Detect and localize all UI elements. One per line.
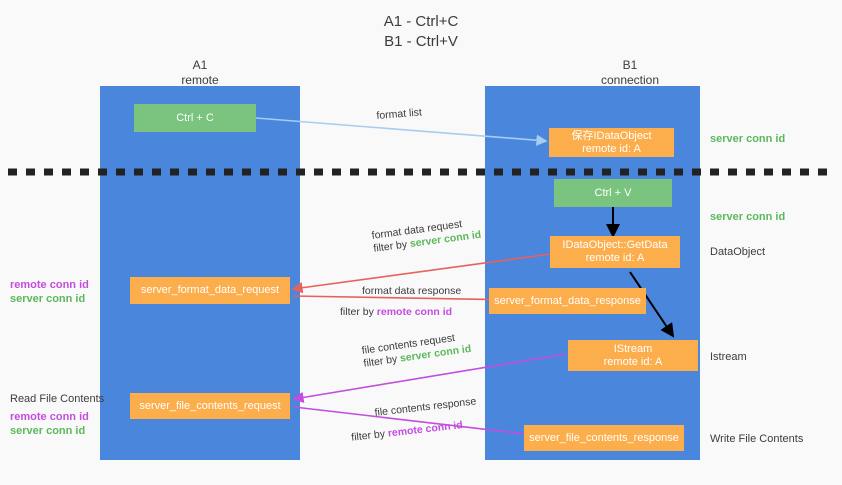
title-line-1: A1 - Ctrl+C [383,13,459,30]
left-label-group-file: remote conn id server conn id [10,410,89,438]
right-label-istream: Istream [710,351,747,363]
left-label-remote-conn-id-2: remote conn id [10,411,89,423]
column-b1-role: connection [600,73,660,87]
column-a1-name: A1 [192,58,208,72]
arrow-file-contents-request [292,353,567,403]
right-label-write-file-contents: Write File Contents [710,433,804,445]
edge-label-format-data-response: format data response filter by remote co… [340,285,462,318]
arrow-format-list [255,117,548,146]
node-fmt-resp-label: server_format_data_response [494,294,641,307]
node-istream[interactable]: IStream remote id: A [568,340,698,371]
node-fmt-req-label: server_format_data_request [140,284,280,296]
title-line-2: B1 - Ctrl+V [384,33,458,50]
node-istream-line1: IStream [613,342,653,355]
page-title: A1 - Ctrl+C B1 - Ctrl+V [0,12,842,52]
column-header-a1: A1 remote [100,58,300,88]
node-server-file-contents-request[interactable]: server_file_contents_request [130,393,290,419]
node-getdata-line2: remote id: A [585,252,645,264]
left-label-read-file-contents: Read File Contents [10,393,105,405]
node-save-dataobject-line2: remote id: A [582,142,641,155]
left-label-server-conn-id-2: server conn id [10,425,86,437]
node-istream-line2: remote id: A [603,355,663,368]
arrow-file-contents-response [293,406,562,443]
node-getdata-line1: IDataObject::GetData [562,239,668,251]
filter-key-remote-conn-id-1: remote conn id [376,306,453,318]
column-header-b1: B1 connection [530,58,730,88]
node-file-req-label: server_file_contents_request [139,399,281,412]
column-a1-role: remote [181,73,219,87]
node-ctrl-c-label: Ctrl + C [176,111,214,124]
column-b1-name: B1 [622,58,638,72]
node-server-format-data-request[interactable]: server_format_data_request [130,277,290,304]
left-label-remote-conn-id-1: remote conn id [10,279,89,291]
arrow-format-data-request [291,253,552,294]
node-save-dataobject-line1: 保存IDataObject [571,129,652,142]
node-ctrl-v-label: Ctrl + V [594,186,632,199]
node-server-format-data-response[interactable]: server_format_data_response [489,288,646,314]
right-label-server-conn-id-2: server conn id [710,211,786,223]
right-label-server-conn-id-1: server conn id [710,133,786,145]
node-server-file-contents-response[interactable]: server_file_contents_response [524,425,684,451]
left-label-server-conn-id-1: server conn id [10,293,86,305]
node-ctrl-c[interactable]: Ctrl + C [134,104,256,132]
node-ctrl-v[interactable]: Ctrl + V [554,179,672,207]
arrow-getdata-to-istream [629,271,675,338]
node-idataobject-getdata[interactable]: IDataObject::GetData remote id: A [550,236,680,268]
node-save-dataobject[interactable]: 保存IDataObject remote id: A [549,128,674,157]
right-label-dataobject: DataObject [710,246,766,258]
node-file-resp-label: server_file_contents_response [529,431,679,444]
left-label-group-format: remote conn id server conn id [10,278,89,306]
